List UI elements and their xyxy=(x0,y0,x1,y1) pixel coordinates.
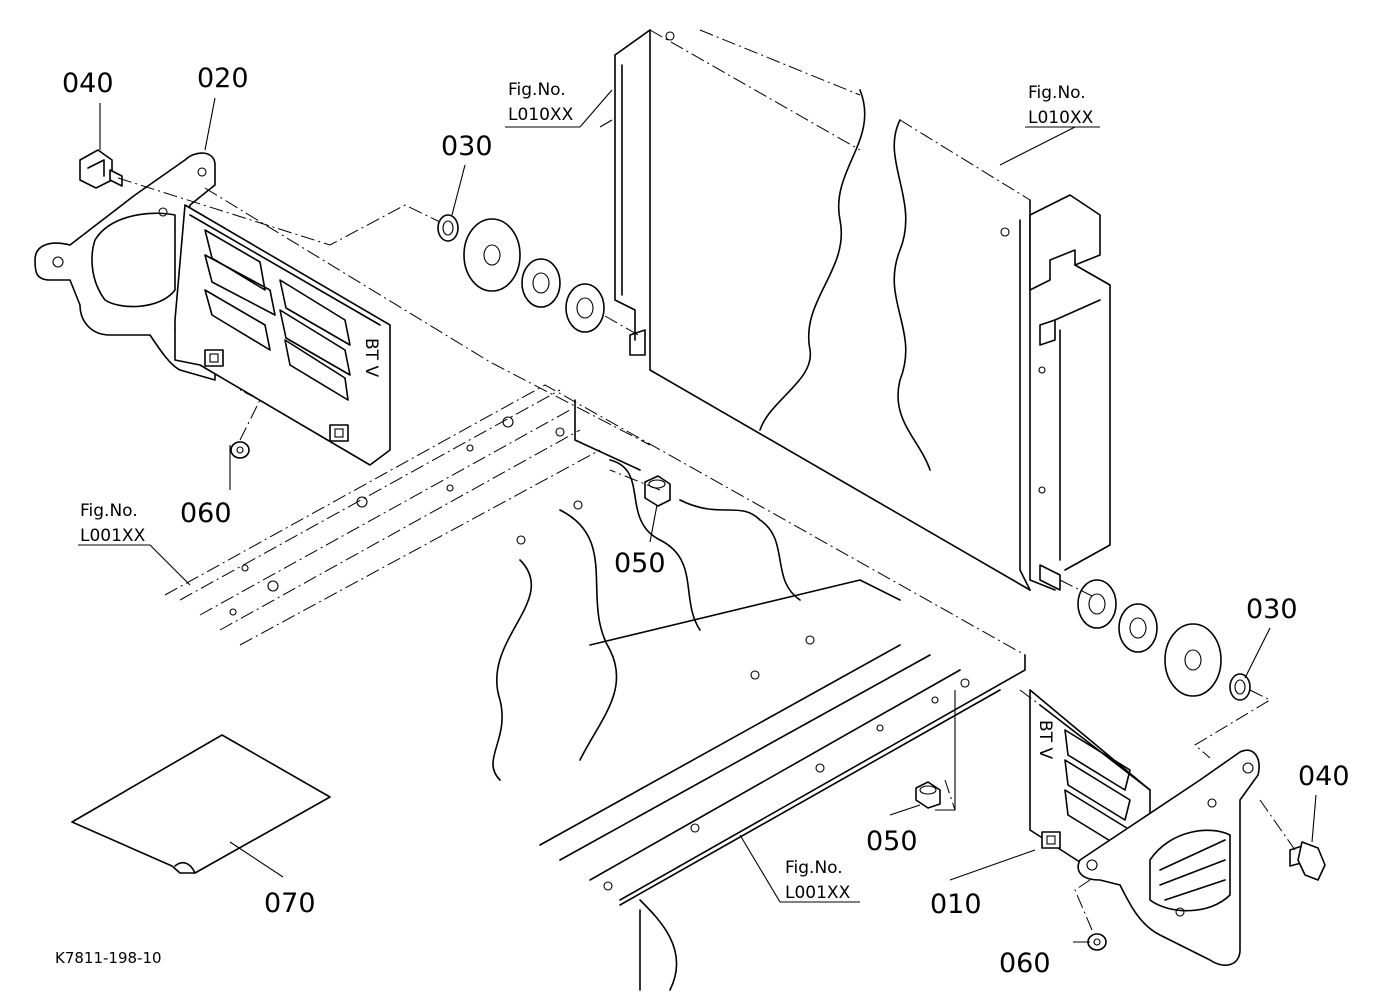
screw-060-right xyxy=(1087,933,1107,951)
callout-050-bottom: 050 xyxy=(866,826,918,857)
nut-050-bottom xyxy=(915,781,941,809)
leader-lines xyxy=(78,89,1317,943)
frame-assembly xyxy=(164,384,1026,991)
bracket-left-marking: BT V xyxy=(361,338,381,377)
bolt-040-right xyxy=(1289,841,1326,881)
screw-060-left xyxy=(230,441,250,459)
nut-050-top xyxy=(644,475,671,507)
fig-ref-code-left: L001XX xyxy=(80,526,146,546)
fig-ref-label-top-left: Fig.No. xyxy=(508,80,566,100)
center-lines xyxy=(117,177,1296,931)
bolt-040-left xyxy=(79,149,123,189)
callout-060-right: 060 xyxy=(999,948,1051,979)
radiator-assembly xyxy=(614,29,1111,591)
callout-010: 010 xyxy=(930,889,982,920)
callout-060-left: 060 xyxy=(180,498,232,529)
callout-050-top: 050 xyxy=(614,548,666,579)
callout-030-left: 030 xyxy=(441,131,493,162)
callout-040-right: 040 xyxy=(1298,761,1350,792)
fig-ref-code-top-left: L010XX xyxy=(508,105,574,125)
washer-stack-right xyxy=(1077,579,1251,701)
fig-ref-label-top-right: Fig.No. xyxy=(1028,83,1086,103)
bracket-right: BT V xyxy=(1029,689,1260,966)
callout-020: 020 xyxy=(197,63,249,94)
fig-ref-label-left: Fig.No. xyxy=(80,501,138,521)
decal-sheet xyxy=(71,734,331,874)
callout-040-left: 040 xyxy=(62,68,114,99)
fig-ref-code-bottom: L001XX xyxy=(785,883,851,903)
bracket-left: BT V xyxy=(34,152,391,466)
bracket-right-marking: BT V xyxy=(1035,720,1055,759)
washer-stack-left xyxy=(437,214,605,333)
callout-070: 070 xyxy=(264,888,316,919)
fig-ref-label-bottom: Fig.No. xyxy=(785,858,843,878)
drawing-code: K7811-198-10 xyxy=(55,949,162,967)
callout-030-right: 030 xyxy=(1246,594,1298,625)
fig-ref-code-top-right: L010XX xyxy=(1028,108,1094,128)
